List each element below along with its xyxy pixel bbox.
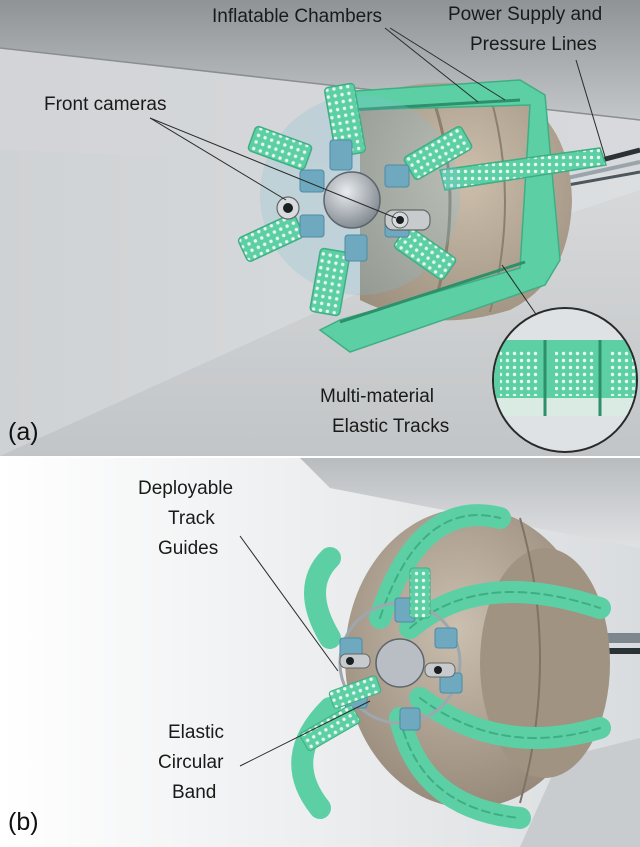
label-guides-line2: Track [168, 508, 215, 529]
label-power-supply-line2: Pressure Lines [470, 34, 597, 55]
front-track-assembly [237, 82, 473, 317]
label-band-line1: Elastic [168, 722, 224, 743]
pipe-top-wall-b [300, 458, 640, 548]
elastic-tracks [318, 79, 608, 353]
label-power-supply-line1: Power Supply and [448, 4, 603, 25]
panel-a-tag: (a) [8, 418, 39, 446]
label-tracks-line1: Multi-material [320, 386, 435, 407]
panel-b-tag: (b) [8, 808, 39, 836]
label-inflatable-chambers: Inflatable Chambers [212, 6, 383, 27]
front-camera-right [384, 209, 431, 231]
label-band-line2: Circular [158, 752, 224, 773]
front-camera-left [276, 196, 300, 220]
pipe-floor-b [520, 738, 640, 847]
panel-b-leader-lines [239, 535, 371, 767]
panel-b: Deployable Track Guides Elastic Circular… [0, 458, 640, 847]
panel-b-illustration [0, 458, 640, 847]
track-zoom-inset [492, 307, 638, 453]
label-tracks-line2: Elastic Tracks [332, 416, 450, 437]
label-guides-line1: Deployable [138, 478, 234, 499]
central-hub-b [375, 638, 425, 688]
panel-a-leader-lines [149, 27, 607, 321]
panel-a-illustration [0, 0, 640, 456]
label-guides-line3: Guides [158, 538, 219, 559]
front-assembly-b [299, 567, 463, 752]
label-band-line3: Band [172, 782, 217, 803]
front-camera-b-right [424, 662, 456, 678]
power-lines-b [600, 633, 640, 654]
front-camera-b-left [339, 653, 371, 669]
panel-a: Inflatable Chambers Power Supply and Pre… [0, 0, 640, 456]
elastic-tracks-b [291, 504, 611, 829]
label-front-cameras: Front cameras [44, 94, 167, 115]
